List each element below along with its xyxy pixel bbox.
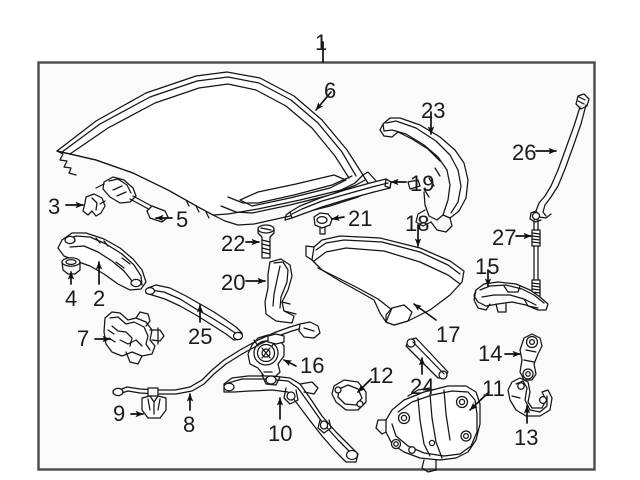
callout-label-13: 13 xyxy=(514,425,539,450)
callout-label-19: 19 xyxy=(410,171,435,196)
callout-label-1: 1 xyxy=(315,30,328,55)
callout-label-7: 7 xyxy=(77,326,90,351)
callout-label-3: 3 xyxy=(48,194,61,219)
callout-label-10: 10 xyxy=(268,421,293,446)
leader-12 xyxy=(357,378,372,393)
callout-label-15: 15 xyxy=(475,254,500,279)
part-corner-bracket xyxy=(264,258,297,324)
callout-label-8: 8 xyxy=(183,412,196,437)
callout-label-25: 25 xyxy=(188,324,213,349)
part-main-pivot-casting xyxy=(375,385,481,473)
part-tension-cable xyxy=(112,321,321,397)
callout-label-4: 4 xyxy=(65,286,78,311)
part-hook-bracket xyxy=(507,377,553,417)
part-tension-rod xyxy=(144,284,244,341)
part-drain-hose xyxy=(529,93,590,223)
callout-label-22: 22 xyxy=(221,231,246,256)
callout-label-27: 27 xyxy=(492,225,517,250)
callout-label-17: 17 xyxy=(436,322,461,347)
leader-21 xyxy=(331,214,345,221)
callout-label-20: 20 xyxy=(221,270,246,295)
callout-label-26: 26 xyxy=(512,140,537,165)
callout-label-2: 2 xyxy=(93,286,106,311)
part-latch-striker-bracket xyxy=(473,281,549,313)
callout-label-18: 18 xyxy=(405,211,430,236)
callout-label-24: 24 xyxy=(410,374,435,399)
leader-16 xyxy=(283,359,297,367)
part-mounting-screw xyxy=(257,224,275,259)
part-reinforcement-plate xyxy=(331,379,367,411)
part-pivot-stud xyxy=(313,212,333,235)
callout-label-5: 5 xyxy=(176,207,189,232)
leader-6 xyxy=(315,91,332,111)
callout-label-9: 9 xyxy=(113,401,126,426)
callout-label-6: 6 xyxy=(324,78,337,103)
part-cable-guide-clip xyxy=(141,395,167,419)
leader-17 xyxy=(413,303,437,321)
callout-label-12: 12 xyxy=(369,363,394,388)
callout-label-11: 11 xyxy=(482,376,505,401)
part-center-bow-arm xyxy=(223,374,359,463)
part-retainer-clip xyxy=(82,193,106,217)
leader-11 xyxy=(469,391,490,411)
callout-label-21: 21 xyxy=(348,206,373,231)
part-tension-cable-end xyxy=(95,176,169,223)
part-connecting-pin xyxy=(405,337,449,380)
part-link-arm xyxy=(519,333,543,381)
part-pivot-hub xyxy=(247,334,285,379)
part-bushing-cap xyxy=(61,257,81,275)
part-rear-bow-panel xyxy=(305,235,465,326)
callout-label-16: 16 xyxy=(300,353,325,378)
callout-label-14: 14 xyxy=(478,341,503,366)
part-side-rail-bow xyxy=(379,117,469,233)
callout-label-23: 23 xyxy=(421,98,446,123)
part-roof-cover-panel xyxy=(56,71,378,226)
